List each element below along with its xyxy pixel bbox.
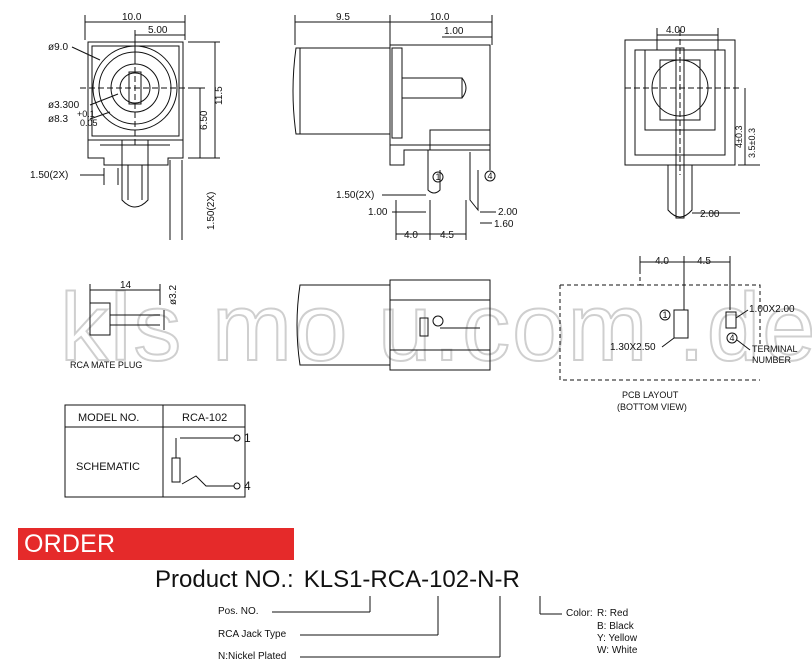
order-information-banner: ORDER INFORMATION: [18, 528, 294, 590]
dim-side-pin-a: 4.0: [404, 230, 418, 241]
model-table: MODEL NO. RCA-102 SCHEMATIC 1 4: [64, 404, 251, 498]
dim-pcb-40: 4.0: [655, 256, 669, 267]
dim-front-pin-spacing: 1.50(2X): [30, 170, 68, 181]
side-pin1-label: 1: [436, 172, 441, 182]
order-banner-text: ORDER INFORMATION: [24, 530, 200, 590]
dim-side-offset: 1.00: [444, 26, 464, 37]
plug-label: RCA MATE PLUG: [70, 360, 142, 370]
dim-inner-dia: ø3.300: [48, 100, 80, 111]
schematic-pin1: 1: [244, 431, 251, 445]
dim-plug-14: 14: [120, 280, 132, 291]
legend-plating: N:Nickel Plated: [218, 651, 287, 662]
dim-rear-top: 4.00: [666, 25, 686, 36]
pcb-title-line1: PCB LAYOUT: [622, 390, 679, 400]
dim-tol-plus: +0.1: [77, 109, 95, 119]
product-number-line: Product NO.: KLS1-RCA-102-N-R: [155, 566, 520, 594]
dim-side-pin-spacing: 1.50(2X): [336, 190, 374, 201]
dim-tol-minus: 0.05: [80, 118, 98, 128]
legend-pos-no: Pos. NO.: [218, 606, 259, 617]
dim-side-pin-width: 1.00: [368, 207, 388, 218]
schematic-symbol: [171, 434, 241, 490]
dim-plug-dia: ø3.2: [168, 285, 179, 305]
watermark: kls mo u.com .de: [60, 274, 812, 381]
product-code: KLS1-RCA-102-N-R: [303, 566, 520, 593]
color-option-white: W: White: [597, 645, 638, 656]
dim-front-half: 5.00: [148, 25, 168, 36]
pcb-pin1-label: 1: [663, 310, 668, 320]
front-view: 10.0 5.00 ø9.0 ø3.300 ø8.3 +0.1 0.05: [30, 12, 225, 240]
color-option-yellow: Y: Yellow: [597, 633, 638, 644]
dim-front-115: 11.5: [214, 86, 225, 105]
dim-side-body: 9.5: [336, 12, 350, 23]
legend-color-label: Color:: [566, 608, 593, 619]
dim-side-pin-b: 4.5: [440, 230, 454, 241]
dim-outer-dia: ø9.0: [48, 42, 68, 53]
side-pin4-label: 4: [488, 171, 493, 181]
color-option-red: R: Red: [597, 608, 629, 619]
dim-front-width: 10.0: [122, 12, 142, 23]
color-option-black: B: Black: [597, 621, 634, 632]
order-leaders: [272, 596, 562, 658]
dim-rear-200: 2.00: [700, 209, 720, 220]
table-header-rca: RCA-102: [182, 412, 227, 424]
pcb-title-line2: (BOTTOM VIEW): [617, 402, 687, 412]
rear-view: 4.00 4±0.3 3.5±0.3 2.00: [624, 25, 760, 220]
dim-rear-35: 3.5±0.3: [747, 128, 757, 158]
dim-pcb-45: 4.5: [697, 256, 711, 267]
dim-pcb-pad4: 1.00X2.00: [749, 304, 795, 315]
pcb-pin4-label: 4: [730, 333, 735, 343]
dim-shell-dia: ø8.3: [48, 114, 68, 125]
dim-front-pin-vert: 1.50(2X): [206, 192, 217, 230]
dim-side-200: 2.00: [498, 207, 518, 218]
dim-side-width: 10.0: [430, 12, 450, 23]
assembled-view: [296, 279, 491, 371]
dim-pcb-pad1: 1.30X2.50: [610, 342, 656, 353]
dim-front-650: 6.50: [199, 110, 210, 130]
pcb-layout: 4.0 4.5 1 4 1.30X2.50 1.00X2.00 TERMINAL…: [559, 256, 798, 412]
pcb-terminal-line2: NUMBER: [752, 355, 792, 365]
legend-jack-type: RCA Jack Type: [218, 629, 287, 640]
product-label: Product NO.:: [155, 566, 294, 593]
side-view: 9.5 10.0 1.00 1 4 1.50(2X) 1.00 4.0 4.5 …: [292, 12, 518, 241]
schematic-pin4: 4: [244, 479, 251, 493]
rca-mate-plug: 14 ø3.2 RCA MATE PLUG: [70, 280, 179, 370]
table-header-model: MODEL NO.: [78, 412, 139, 424]
dim-rear-4: 4±0.3: [734, 126, 744, 148]
dim-side-160: 1.60: [494, 219, 514, 230]
pcb-terminal-line1: TERMINAL: [752, 344, 798, 354]
table-schematic-label: SCHEMATIC: [76, 461, 140, 473]
